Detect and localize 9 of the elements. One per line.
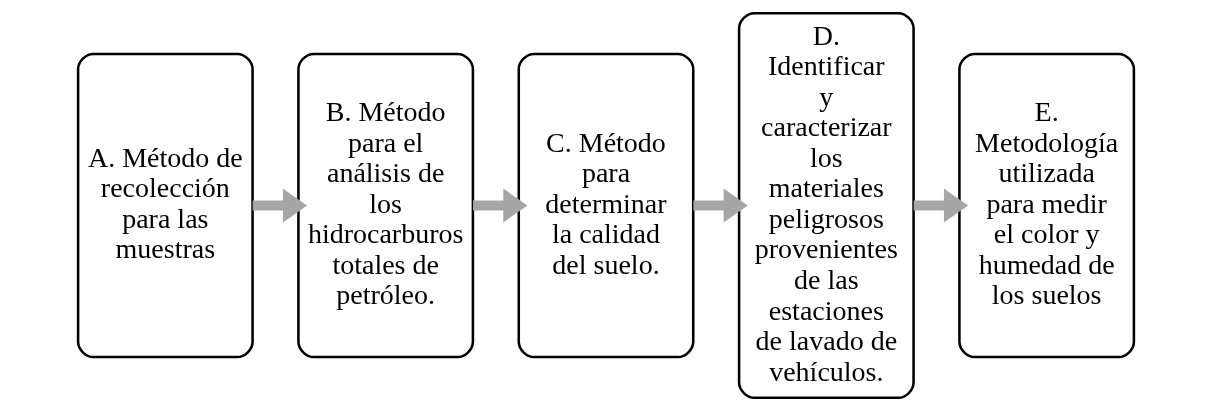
node-box: E. Metodología utilizada para medir el color y humedad de los suelos — [958, 52, 1136, 359]
node-box: A. Método de recolección para las muestras — [76, 52, 254, 359]
arrow — [252, 188, 308, 223]
arrow — [913, 188, 969, 223]
arrow — [473, 188, 528, 223]
arrow — [693, 188, 748, 223]
node-box: D. Identificar y caracterizar los materiales peligrosos provenientes de las estaciones de lavado de vehículos. — [737, 11, 915, 400]
node-box: C. Método para determinar la calidad del suelo. — [517, 52, 695, 359]
node-box: B. Método para el análisis de los hidrocarburos totales de petróleo. — [297, 52, 475, 359]
